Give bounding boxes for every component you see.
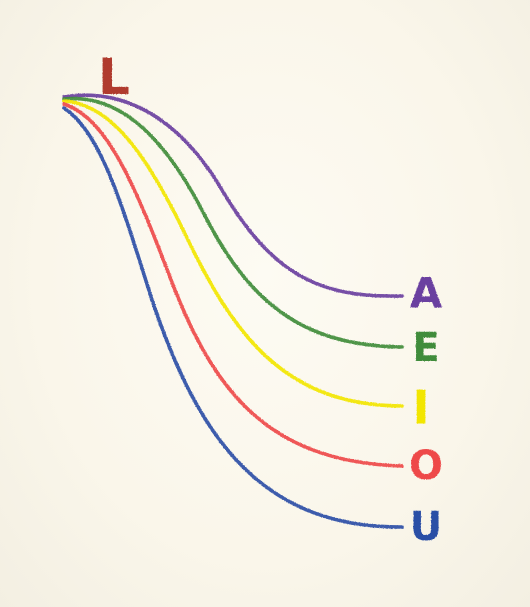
vowel-label-a: A (410, 269, 443, 318)
vowel-label-u: U (410, 504, 442, 550)
curve-to-a (62, 93, 404, 298)
start-letter-l: L (98, 48, 130, 106)
curve-to-o (62, 102, 404, 468)
curves-group (62, 93, 404, 529)
curve-to-e (62, 96, 404, 349)
vowel-label-o: O (409, 443, 443, 489)
curve-to-i (62, 99, 404, 408)
vowel-label-e: E (412, 325, 439, 371)
curve-to-u (62, 106, 404, 529)
vowel-label-i: I (412, 381, 429, 435)
